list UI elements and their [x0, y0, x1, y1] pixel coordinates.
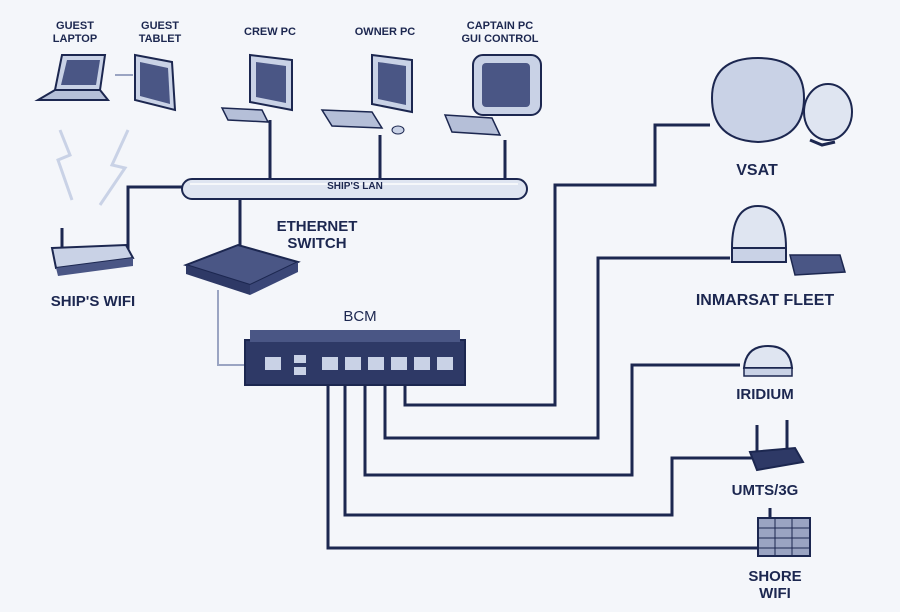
link-wifi-lan: [126, 185, 185, 250]
shore-wifi-label: SHORE WIFI: [748, 568, 802, 603]
crt-monitor-icon: [443, 54, 542, 136]
guest-tablet-label: GUEST TABLET: [138, 20, 182, 45]
ships-lan-bus: [181, 178, 528, 200]
umts-label: UMTS/3G: [731, 482, 799, 499]
link-shore: [326, 385, 760, 550]
captain-pc-label: CAPTAIN PC GUI CONTROL: [461, 20, 539, 45]
owner-pc-label: OWNER PC: [354, 26, 416, 38]
crew-pc-label: CREW PC: [244, 26, 296, 38]
ethernet-switch-icon: [182, 243, 301, 295]
link-vsat: [403, 123, 710, 407]
bcm-device-icon: [244, 330, 466, 386]
guest-laptop-label: GUEST LAPTOP: [52, 20, 98, 45]
inmarsat-dome-icon: [730, 204, 846, 276]
link-inmarsat: [383, 256, 730, 440]
bcm-label: BCM: [343, 308, 377, 325]
ships-wifi-label: SHIP'S WIFI: [50, 293, 136, 310]
wireless-signal-icon: [98, 129, 130, 206]
inmarsat-label: INMARSAT FLEET: [695, 292, 835, 309]
shore-wifi-unit-icon: [757, 508, 811, 557]
link-umts: [343, 385, 755, 517]
desktop-pc-icon: [320, 53, 413, 135]
laptop-icon: [34, 54, 111, 101]
wifi-router-icon: [50, 228, 135, 276]
umts-router-icon: [748, 420, 805, 472]
desktop-pc-icon: [220, 53, 293, 123]
vsat-dome-icon: [710, 56, 853, 147]
ethernet-switch-label: ETHERNET SWITCH: [276, 218, 358, 253]
iridium-label: IRIDIUM: [736, 386, 794, 403]
iridium-antenna-icon: [742, 344, 794, 377]
ships-lan-label: SHIP'S LAN: [327, 181, 383, 192]
link-switch-bcm: [217, 290, 250, 366]
link-iridium: [363, 363, 740, 477]
vsat-label: VSAT: [736, 162, 778, 179]
wireless-signal-icon: [56, 129, 74, 201]
tablet-icon: [115, 53, 177, 112]
